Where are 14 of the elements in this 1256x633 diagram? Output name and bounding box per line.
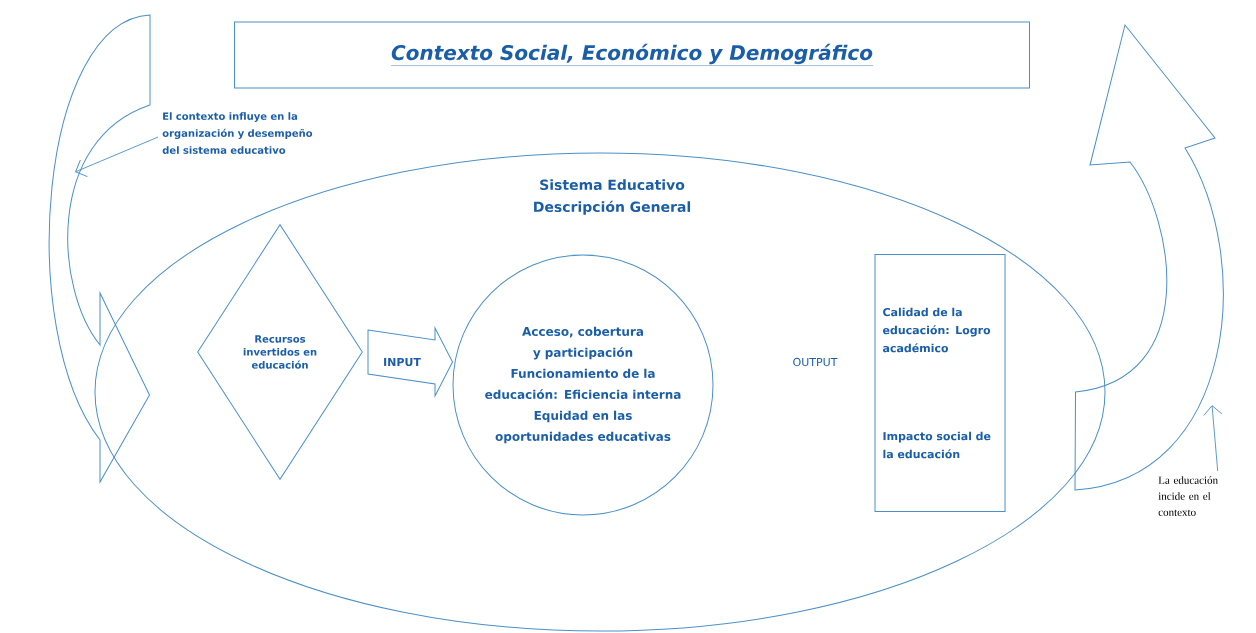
output-label: OUTPUT	[793, 357, 838, 367]
ellipse-heading: Sistema Educativo Descripción General	[534, 179, 691, 215]
process-box: Calidad de la educación: Logro académico Impacto social de la educación	[874, 254, 1006, 512]
block-arrow	[1074, 24, 1224, 491]
leader-line	[75, 136, 159, 177]
title-box: Contexto Social, Económico y Demográfico	[234, 21, 1030, 89]
annotation-text: La educación incide en el contexto	[1158, 476, 1218, 516]
edge-label: INPUT	[382, 356, 422, 368]
block-arrow	[367, 327, 453, 397]
leader-line	[1203, 405, 1223, 472]
diamond-box: Recursos invertidos en educación	[197, 224, 363, 480]
block-arrow	[48, 14, 151, 483]
annotation-text: El contexto influye en la organización y desempeño del sistema educativo	[162, 112, 313, 154]
circle-node: Acceso, cobertura y participación Funcionamiento de la educación: Eficiencia interna Equidad en las oportunidades educativas	[452, 254, 714, 516]
